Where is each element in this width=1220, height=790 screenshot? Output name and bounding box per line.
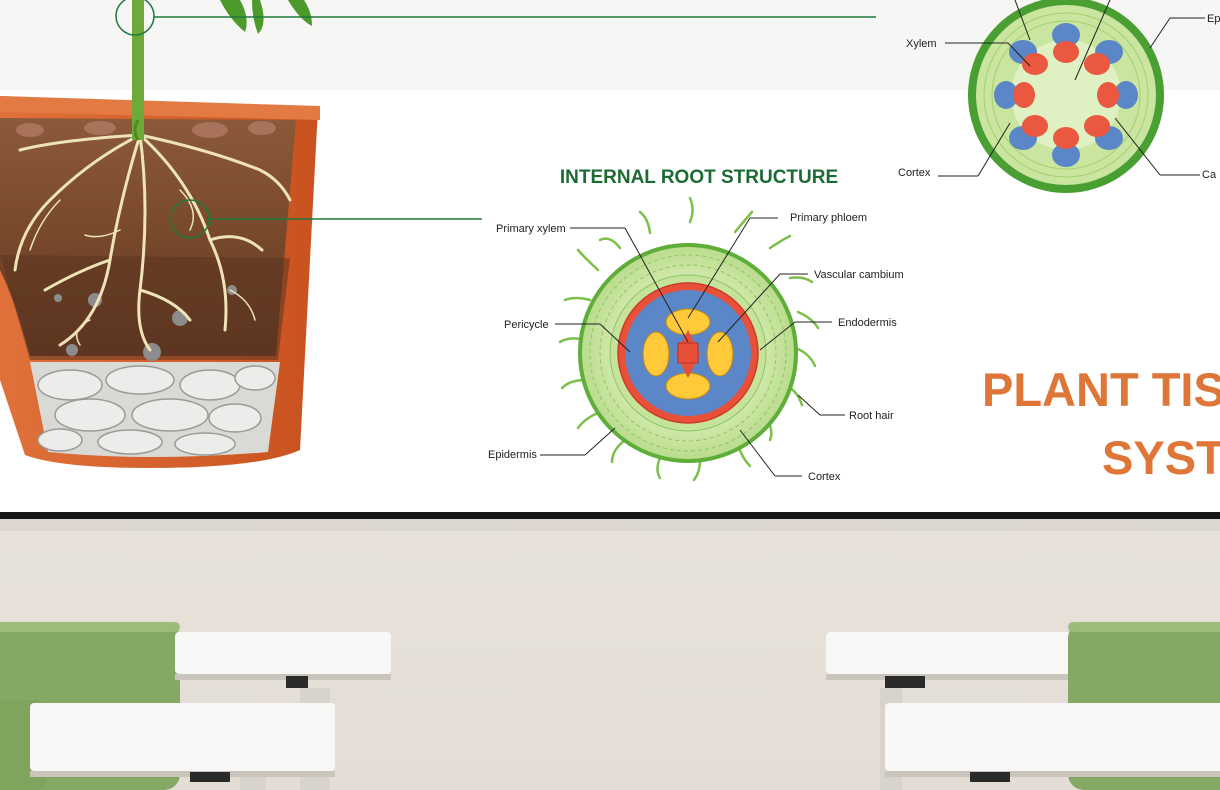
label-epidermis-partial: Ep [1207, 13, 1220, 25]
desk-right-back [826, 632, 1076, 674]
label-cortex: Cortex [808, 471, 841, 483]
desk-right-front [885, 703, 1220, 771]
label-pericycle: Pericycle [504, 319, 549, 331]
stem-cross-section: Xylem Cortex Ep Ca [898, 0, 1220, 193]
headline-line-1: PLANT TIS [982, 363, 1220, 416]
label-vascular-cambium: Vascular cambium [814, 269, 904, 281]
label-endodermis: Endodermis [838, 317, 897, 329]
headline-line-2: SYST [1102, 431, 1220, 484]
label-stem-cortex: Cortex [898, 167, 931, 179]
desk-left-front [30, 703, 335, 771]
vascular-bundles [994, 23, 1138, 167]
plant-pot-illustration [0, 0, 876, 468]
label-primary-phloem: Primary phloem [790, 212, 867, 224]
root-cross-section: INTERNAL ROOT STRUCTURE [488, 167, 904, 483]
label-primary-xylem: Primary xylem [496, 223, 566, 235]
label-root-hair: Root hair [849, 410, 894, 422]
label-xylem: Xylem [906, 38, 937, 50]
root-diagram-title: INTERNAL ROOT STRUCTURE [560, 167, 838, 188]
label-epidermis: Epidermis [488, 449, 537, 461]
label-cambium-partial: Ca [1202, 169, 1217, 181]
desk-left-back [175, 632, 391, 674]
classroom-furniture [0, 622, 1220, 790]
